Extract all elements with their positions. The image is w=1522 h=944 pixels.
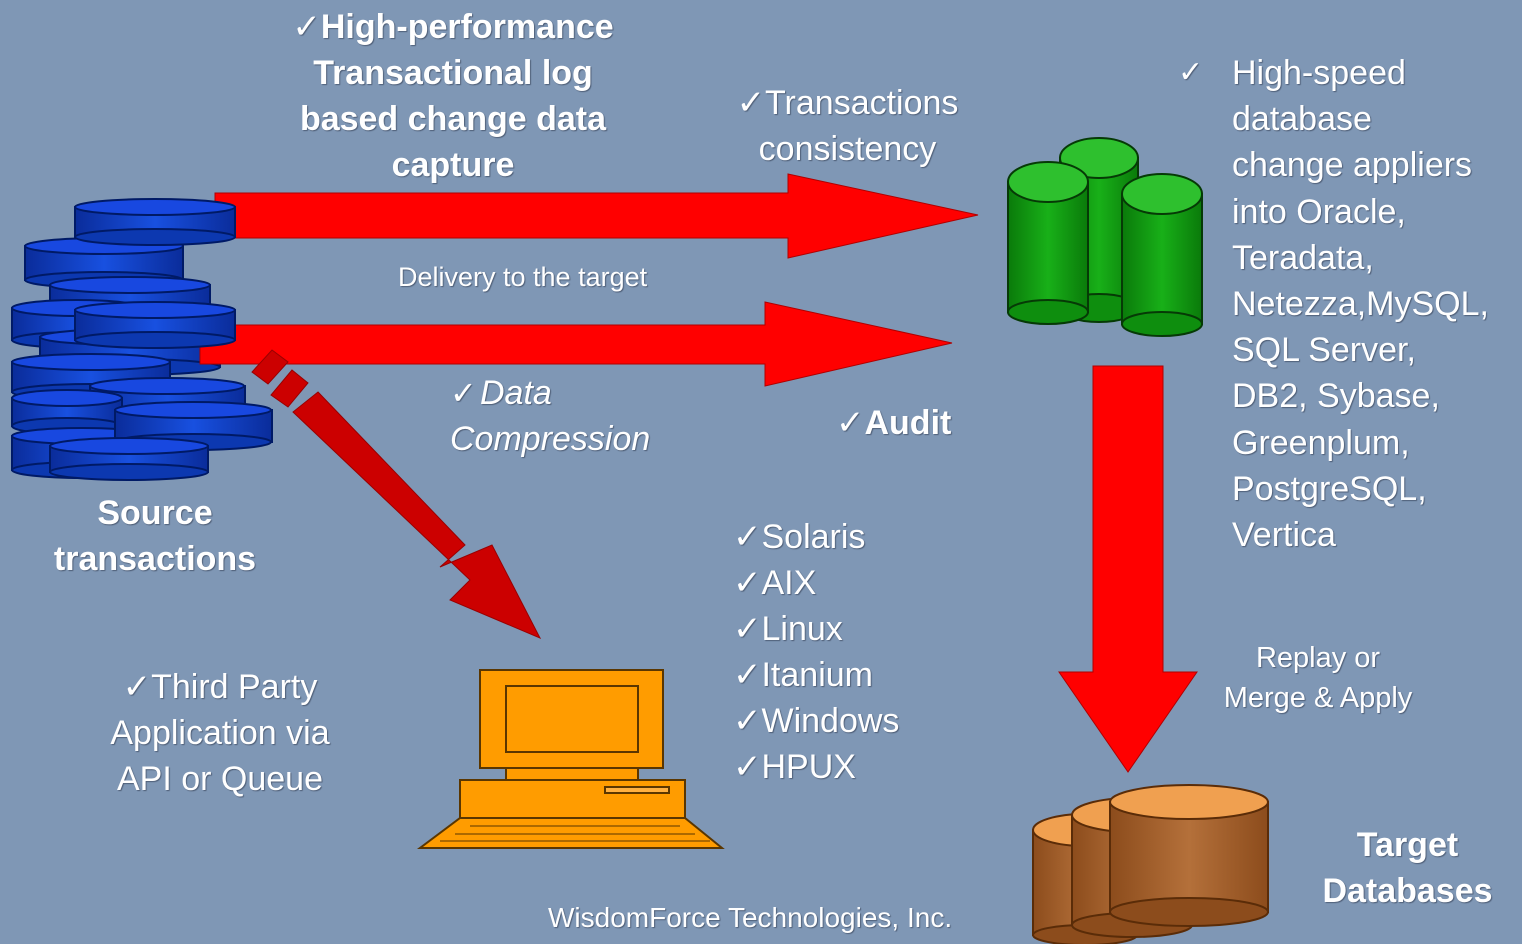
appliers-check-icon: ✓ (1178, 56, 1204, 89)
replay-label: Replay or Merge & Apply (1223, 642, 1413, 714)
target-databases-label: Target Databases (1322, 826, 1493, 910)
delivery-label: Delivery to the target (398, 262, 648, 292)
appliers-feature-label: High-speed database change appliers into… (1232, 54, 1489, 555)
cdc-arrow (214, 173, 979, 259)
platform-item: ✓HPUX (733, 748, 856, 786)
platform-item: ✓AIX (733, 564, 817, 602)
apply-arrow (1058, 365, 1198, 773)
compression-feature-label: Data Compression (450, 374, 651, 458)
consistency-feature-label: ✓Transactions consistency (736, 84, 959, 168)
platforms-list: ✓Solaris ✓AIX ✓Linux ✓Itanium ✓Windows ✓… (733, 514, 899, 790)
source-disc (49, 437, 209, 481)
platform-item: ✓Windows (733, 702, 900, 740)
green-cylinder (1121, 173, 1203, 337)
compression-check-icon: ✓ (450, 375, 477, 411)
platform-item: ✓Solaris (733, 518, 866, 556)
source-disc (11, 389, 123, 435)
cdc-feature-label: ✓High-performance Transactional log base… (292, 8, 614, 184)
computer-icon (417, 669, 725, 849)
delivery-arrow (199, 301, 953, 387)
company-name: WisdomForce Technologies, Inc. (548, 902, 953, 933)
source-transactions-label: Source transactions (53, 494, 257, 578)
source-top-discs-icon (74, 198, 236, 349)
third-party-feature-label: ✓Third Party Application via API or Queu… (110, 668, 330, 798)
green-cylinder (1007, 161, 1089, 325)
target-databases-icon (1032, 784, 1269, 944)
platform-item: ✓Linux (733, 610, 843, 648)
brown-cylinder (1109, 784, 1269, 927)
audit-feature-label: ✓Audit (836, 404, 952, 442)
target-cluster-icon (1007, 137, 1203, 337)
platform-item: ✓Itanium (733, 656, 873, 694)
api-arrow (251, 349, 542, 639)
